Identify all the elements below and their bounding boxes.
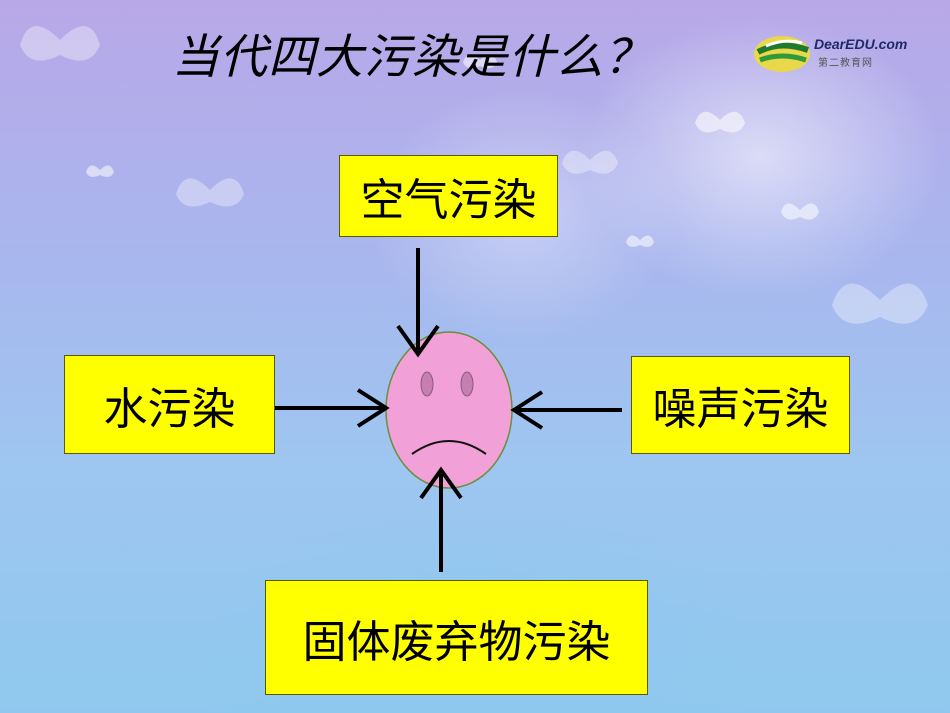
page-title: 当代四大污染是什么？	[172, 30, 652, 85]
logo-icon	[754, 36, 810, 72]
logo-subtitle: 第二教育网	[818, 58, 873, 69]
arrow-right	[510, 390, 622, 430]
arrow-left	[275, 388, 390, 428]
node-water-pollution: 水污染	[64, 355, 275, 454]
node-water-pollution-label: 水污染	[103, 383, 236, 435]
node-solid-waste-pollution-label: 固体废弃物污染	[302, 616, 611, 668]
arrow-top	[396, 248, 440, 358]
sad-face-icon	[385, 331, 513, 489]
node-air-pollution: 空气污染	[339, 155, 558, 237]
node-noise-pollution: 噪声污染	[631, 356, 850, 454]
logo-brand: DearEDU.com	[814, 36, 908, 52]
node-noise-pollution-label: 噪声污染	[652, 384, 829, 435]
arrow-bottom	[419, 466, 463, 572]
node-solid-waste-pollution: 固体废弃物污染	[265, 580, 648, 695]
node-air-pollution-label: 空气污染	[360, 175, 537, 226]
